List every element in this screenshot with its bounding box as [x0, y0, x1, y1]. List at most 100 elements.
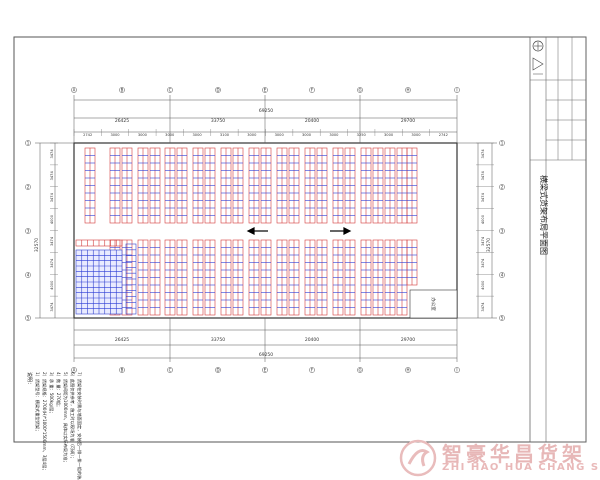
rack-unit — [84, 147, 96, 224]
rack-unit — [406, 239, 418, 286]
grid-bubble — [25, 315, 31, 321]
rack-unit — [288, 147, 300, 224]
rack-unit — [288, 239, 300, 316]
dim-bay-label: 2742 — [439, 133, 448, 137]
grid-bubble — [499, 315, 505, 321]
drawing-title: 横梁式货架布局平面图 — [539, 175, 549, 255]
rack-unit — [344, 239, 356, 316]
rack-unit — [109, 147, 121, 224]
rack-unit — [372, 147, 384, 224]
rack-unit — [121, 239, 133, 316]
title-block: 横梁式货架布局平面图 — [529, 36, 587, 443]
bottom-dimensions — [73, 318, 458, 362]
grid-bubble — [71, 87, 77, 93]
rack-unit — [372, 239, 384, 316]
dim-bottom-3: 20400 — [305, 337, 319, 343]
watermark: 智豪华昌货架 ZHI HAO HUA CHANG S — [396, 436, 600, 480]
dim-total-length: 69250 — [259, 108, 273, 114]
dim-left-label: 4000 — [50, 214, 54, 224]
grid-bubble-label: F — [311, 367, 314, 372]
grid-bubble-label: 4 — [501, 272, 504, 277]
rack-unit — [204, 147, 216, 224]
dim-left-label: 3474 — [50, 258, 54, 268]
dim-left-label: 3474 — [50, 171, 54, 181]
dim-left-label: 3474 — [50, 149, 54, 159]
rack-unit — [192, 239, 204, 316]
dim-bay-label: 3000 — [411, 133, 421, 137]
grid-bubble-label: I — [456, 87, 457, 92]
dim-left-label: 4000 — [50, 280, 54, 290]
rack-unit — [125, 243, 137, 315]
grid-bubble-label: 3 — [27, 228, 30, 233]
notes-heading: 说明： — [26, 372, 33, 387]
dim-bay-label: 3000 — [302, 133, 312, 137]
rack-unit — [164, 239, 176, 316]
grid-bubble — [71, 367, 77, 373]
dim-bay-label: 3000 — [275, 133, 285, 137]
grid-bubble-label: H — [406, 367, 409, 372]
note-line: 4）数 量：270组； — [55, 372, 62, 409]
dim-bottom-2: 33750 — [211, 337, 225, 343]
dim-right-label: 3474 — [481, 192, 485, 202]
sheet-border — [13, 36, 587, 443]
watermark-english: ZHI HAO HUA CHANG S — [442, 462, 600, 473]
grid-bubble-label: 4 — [27, 272, 30, 277]
grid-bubble-label: A — [73, 87, 76, 92]
rack-unit — [220, 147, 232, 224]
rack-unit — [176, 147, 188, 224]
rack-unit — [137, 147, 149, 224]
dim-left-label: 3474 — [50, 192, 54, 202]
rack-unit — [276, 147, 288, 224]
grid-bubble-label: H — [406, 87, 409, 92]
rack-unit — [304, 239, 316, 316]
rack-unit — [304, 147, 316, 224]
rack-unit — [164, 147, 176, 224]
rack-unit — [260, 239, 272, 316]
grid-bubble-label: D — [216, 87, 219, 92]
dim-bay-label: 3000 — [165, 133, 175, 137]
dim-bay-label: 3000 — [247, 133, 257, 137]
grid-bubble-label: C — [169, 367, 172, 372]
dim-bay-label: 3100 — [220, 133, 230, 137]
dim-top-2: 33750 — [211, 118, 225, 124]
rack-unit — [137, 239, 149, 316]
grid-bubble — [262, 87, 268, 93]
grid-bubble-label: E — [264, 87, 267, 92]
grid-bubble — [454, 367, 460, 373]
logo-mark — [532, 40, 544, 52]
dim-total-width-right: 32570 — [486, 238, 492, 252]
grid-bubble-label: A — [73, 367, 76, 372]
grid-bubble-label: D — [216, 367, 219, 372]
grid-bubble — [25, 140, 31, 146]
dim-bay-label: 3000 — [110, 133, 120, 137]
grid-bubble — [215, 367, 221, 373]
dim-bottom-1: 26425 — [115, 337, 129, 343]
grid-bubble — [309, 87, 315, 93]
dim-right-label: 3474 — [481, 171, 485, 181]
rack-unit — [248, 147, 260, 224]
rack-unit — [332, 239, 344, 316]
dim-left-label: 3474 — [50, 236, 54, 246]
grid-bubble — [499, 184, 505, 190]
grid-bubble-label: C — [169, 87, 172, 92]
dim-right-label: 4000 — [481, 280, 485, 290]
grid-bubble — [262, 367, 268, 373]
grid-bubble-label: 1 — [27, 140, 30, 145]
rack-unit — [384, 147, 396, 224]
dim-total-width-left: 32570 — [34, 238, 40, 252]
grid-bubble — [405, 87, 411, 93]
grid-bubble-label: 1 — [501, 140, 504, 145]
dim-bay-label: 3250 — [357, 133, 367, 137]
grid-bubble — [119, 87, 125, 93]
grid-bubble — [405, 367, 411, 373]
note-line: 5）货架间距为1000mm，具体以实际布局为准； — [62, 372, 69, 465]
dim-right-label: 4000 — [481, 214, 485, 224]
dim-top-4: 29700 — [401, 118, 415, 124]
rack-unit — [204, 239, 216, 316]
building-outline — [73, 142, 458, 319]
dim-bay-label: 2742 — [83, 133, 92, 137]
note-line: 3）承 重：500kg/层； — [48, 372, 55, 416]
dim-top-3: 20400 — [305, 118, 319, 124]
grid-bubble — [309, 367, 315, 373]
